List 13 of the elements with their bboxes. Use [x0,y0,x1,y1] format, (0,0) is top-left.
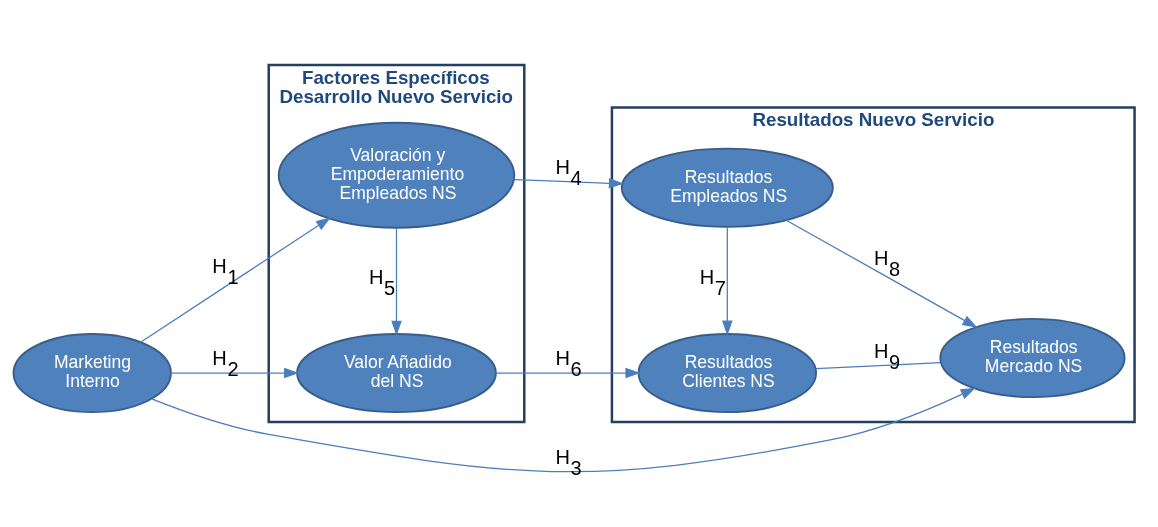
arrow [151,387,976,473]
node-ellipse: Resultados Clientes NS [637,333,818,414]
arrow [722,226,733,336]
node-ellipse: Marketing Interno [12,333,172,414]
arrow [140,217,331,343]
arrow [391,227,402,336]
node-ellipse: Resultados Empleados NS [620,147,834,228]
arrow [495,367,641,379]
node-ellipse: Valor Añadido del NS [296,333,497,414]
arrow [785,219,978,328]
arrow [170,367,300,379]
arrow [513,178,624,189]
connector [815,361,942,370]
